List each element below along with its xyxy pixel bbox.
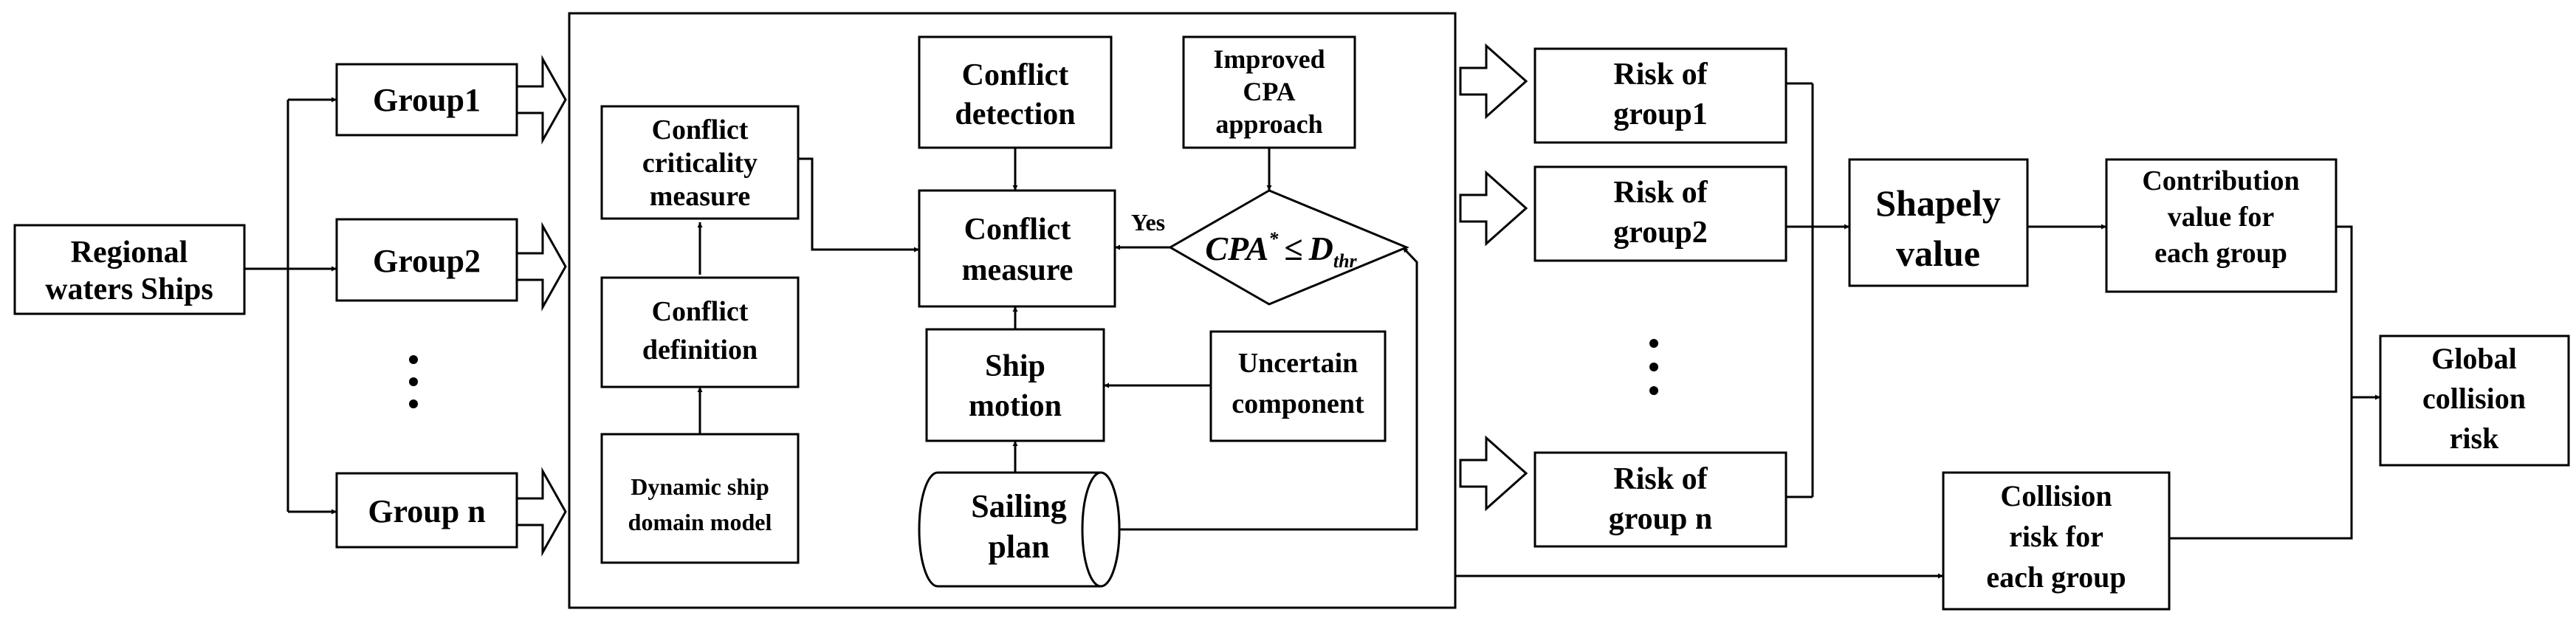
block-arrow-riskn bbox=[1459, 435, 1528, 512]
edge-collision-to-global bbox=[2169, 397, 2353, 540]
svg-text:measure: measure bbox=[962, 253, 1074, 287]
block-arrows bbox=[515, 43, 1528, 557]
risk-ellipsis bbox=[1649, 339, 1658, 395]
node-global-collision-risk: Global collision risk bbox=[2379, 334, 2570, 467]
svg-text:plan: plan bbox=[988, 529, 1049, 565]
svg-text:Improved: Improved bbox=[1213, 44, 1325, 74]
svg-text:risk: risk bbox=[2450, 422, 2499, 455]
svg-text:Sailing: Sailing bbox=[971, 488, 1067, 524]
svg-text:Risk of: Risk of bbox=[1613, 58, 1708, 92]
block-arrow-risk1 bbox=[1459, 43, 1528, 120]
node-conflict-measure: Conflict measure bbox=[918, 189, 1116, 308]
svg-text:value: value bbox=[1896, 233, 1980, 274]
node-risk-of-group-n: Risk of group n bbox=[1533, 451, 1787, 548]
svg-text:each group: each group bbox=[1986, 560, 2126, 594]
node-sailing-plan: Sailing plan bbox=[918, 471, 1121, 588]
svg-text:Collision: Collision bbox=[2000, 479, 2112, 512]
svg-text:risk for: risk for bbox=[2009, 520, 2103, 553]
node-conflict-criticality-measure: Conflict criticality measure bbox=[600, 105, 800, 220]
svg-text:each group: each group bbox=[2154, 238, 2287, 269]
svg-text:Group n: Group n bbox=[368, 493, 485, 529]
block-arrow-group2 bbox=[515, 222, 567, 312]
svg-text:Global: Global bbox=[2431, 342, 2517, 375]
svg-text:Group1: Group1 bbox=[373, 82, 481, 118]
block-arrow-groupn bbox=[515, 467, 567, 557]
connectors bbox=[244, 82, 2380, 579]
svg-text:domain model: domain model bbox=[628, 509, 772, 535]
svg-text:group1: group1 bbox=[1613, 97, 1708, 131]
svg-text:detection: detection bbox=[955, 97, 1075, 131]
edge-contribution-to-global bbox=[2336, 225, 2380, 400]
conflict-module-frame bbox=[568, 12, 1457, 609]
node-conflict-detection: Conflict detection bbox=[918, 35, 1113, 149]
svg-text:Group2: Group2 bbox=[373, 243, 481, 279]
svg-text:criticality: criticality bbox=[642, 148, 758, 179]
svg-text:Dynamic ship: Dynamic ship bbox=[631, 473, 769, 500]
node-group2: Group2 bbox=[335, 218, 518, 302]
svg-text:group2: group2 bbox=[1613, 216, 1708, 250]
node-collision-risk-for-each-group: Collision risk for each group bbox=[1942, 471, 2171, 611]
node-conflict-definition: Conflict definition bbox=[600, 276, 800, 388]
node-dynamic-ship-domain-model: Dynamic ship domain model bbox=[600, 433, 800, 564]
svg-text:value for: value for bbox=[2168, 202, 2275, 233]
node-shapely-value: Shapely value bbox=[1848, 158, 2029, 287]
decision-expression: CPA*≤Dthr bbox=[1205, 228, 1357, 272]
svg-text:Conflict: Conflict bbox=[652, 114, 749, 145]
block-arrow-group1 bbox=[515, 55, 567, 145]
svg-text:Risk of: Risk of bbox=[1613, 462, 1708, 496]
node-group1: Group1 bbox=[335, 63, 518, 137]
svg-text:Uncertain: Uncertain bbox=[1238, 348, 1359, 379]
group-ellipsis bbox=[409, 355, 418, 408]
svg-text:component: component bbox=[1232, 388, 1364, 419]
node-cpa-threshold-decision: CPA*≤Dthr bbox=[1167, 189, 1409, 306]
regional-line-1: Regional bbox=[71, 236, 188, 270]
svg-text:Shapely: Shapely bbox=[1875, 182, 2001, 224]
node-contribution-value: Contribution value for each group bbox=[2105, 158, 2338, 293]
svg-text:approach: approach bbox=[1215, 109, 1322, 139]
svg-text:definition: definition bbox=[642, 334, 758, 366]
edge-plan-to-decision bbox=[1119, 246, 1418, 531]
svg-text:motion: motion bbox=[969, 389, 1062, 423]
node-group-n: Group n bbox=[335, 472, 518, 549]
svg-text:Risk of: Risk of bbox=[1613, 176, 1708, 210]
svg-text:Conflict: Conflict bbox=[652, 296, 749, 327]
svg-text:Ship: Ship bbox=[985, 349, 1045, 383]
edge-criticality-to-measure bbox=[798, 157, 919, 253]
node-uncertain-component: Uncertain component bbox=[1209, 330, 1387, 442]
block-arrow-risk2 bbox=[1459, 170, 1528, 247]
node-improved-cpa-approach: Improved CPA approach bbox=[1182, 35, 1356, 149]
svg-text:group n: group n bbox=[1609, 502, 1712, 536]
svg-text:Conflict: Conflict bbox=[962, 58, 1069, 92]
node-risk-of-group2: Risk of group2 bbox=[1533, 165, 1787, 262]
svg-text:Conflict: Conflict bbox=[964, 213, 1071, 247]
svg-text:collision: collision bbox=[2422, 382, 2526, 415]
edge-label-yes: Yes bbox=[1131, 209, 1165, 236]
node-risk-of-group1: Risk of group1 bbox=[1533, 47, 1787, 144]
node-regional-waters-ships: Regional waters Ships bbox=[13, 224, 246, 315]
svg-text:Contribution: Contribution bbox=[2142, 165, 2299, 196]
svg-text:measure: measure bbox=[650, 181, 751, 212]
svg-text:CPA: CPA bbox=[1243, 77, 1295, 106]
node-ship-motion: Ship motion bbox=[925, 328, 1105, 442]
regional-line-2: waters Ships bbox=[45, 272, 213, 306]
